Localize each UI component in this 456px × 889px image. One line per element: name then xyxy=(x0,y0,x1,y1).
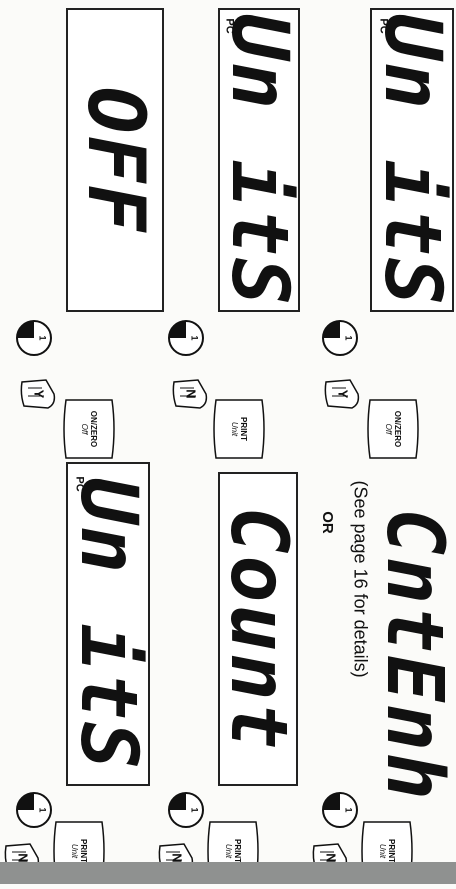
see-page-note: (See page 16 for details) xyxy=(350,481,371,721)
display-text-units: Un itS xyxy=(214,13,304,307)
lcd-display-count: Count xyxy=(218,472,298,786)
hand-press-no-icon: N xyxy=(170,374,212,414)
print-label: PRINT xyxy=(387,839,396,863)
page-edge-shadow xyxy=(0,862,456,884)
print-sub-label: Unit xyxy=(70,844,79,858)
onzero-sub-label: Off xyxy=(80,424,89,435)
hand-press-yes-icon: Y xyxy=(18,374,60,414)
print-label: PRINT xyxy=(79,839,88,863)
display-text-off: OFF xyxy=(70,87,160,234)
timer-icon: 1 xyxy=(14,790,54,830)
timer-icon: 1 xyxy=(320,318,360,358)
display-text-count: Count xyxy=(213,507,303,752)
display-text-units: Un itS xyxy=(367,13,456,307)
lcd-display-units-right: PC Un itS xyxy=(370,8,454,312)
print-label: PRINT xyxy=(233,839,242,863)
print-label: PRINT xyxy=(239,417,248,441)
hand-press-yes-icon: Y xyxy=(322,374,364,414)
display-text-units: Un itS xyxy=(63,477,153,771)
or-label: OR xyxy=(319,511,336,534)
onzero-label: ON/ZERO xyxy=(89,411,98,447)
timer-icon: 1 xyxy=(166,790,206,830)
timer-icon: 1 xyxy=(166,318,206,358)
print-sub-label: Unit xyxy=(230,422,239,436)
onzero-label: ON/ZERO xyxy=(393,411,402,447)
lcd-display-units-left: PC Un itS xyxy=(66,462,150,786)
print-sub-label: Unit xyxy=(378,844,387,858)
lcd-display-units-top: PC Un itS xyxy=(218,8,300,312)
timer-icon: 1 xyxy=(320,790,360,830)
lcd-display-cntenh: CntEnh xyxy=(372,520,456,790)
lcd-display-off: OFF xyxy=(66,8,164,312)
display-text-cntenh: CntEnh xyxy=(369,508,456,802)
print-sub-label: Unit xyxy=(224,844,233,858)
timer-icon: 1 xyxy=(14,318,54,358)
onzero-sub-label: Off xyxy=(384,424,393,435)
